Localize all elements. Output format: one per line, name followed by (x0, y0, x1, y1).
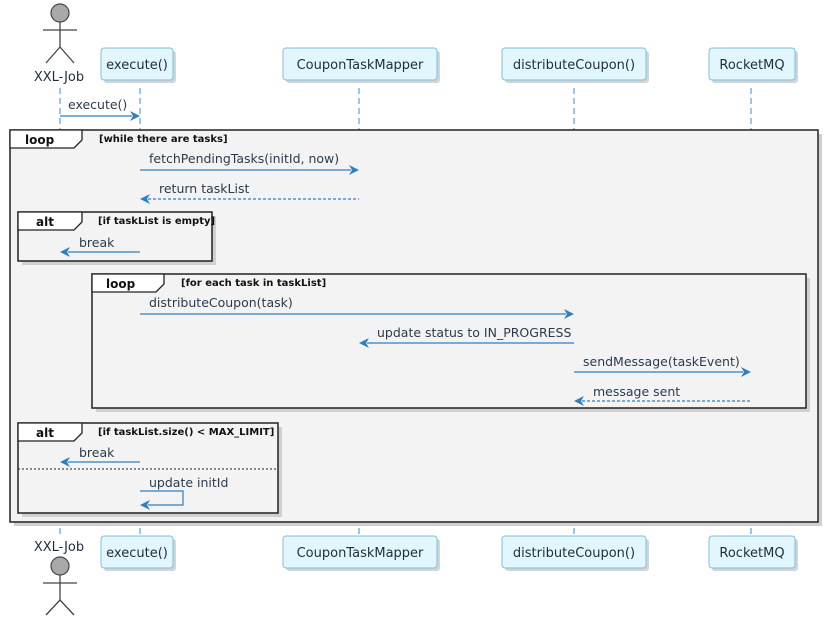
participant-label: execute() (106, 546, 168, 561)
fragment-kind: alt (36, 215, 54, 229)
alt-empty-frame: alt [if taskList is empty] (17, 211, 216, 265)
message-label: distributeCoupon(task) (149, 295, 293, 310)
message-label: break (79, 445, 115, 460)
participant-rocketmq-top: RocketMQ (708, 47, 798, 83)
message-label: message sent (593, 384, 680, 399)
actor-label-bottom: XXL-Job (34, 540, 84, 555)
message-break-limit: break (60, 445, 140, 467)
message-execute: execute() (60, 97, 140, 121)
alt-size-frame: alt [if taskList.size() < MAX_LIMIT] (17, 422, 282, 517)
participant-distribute-top: distributeCoupon() (501, 47, 649, 83)
message-update-init-id: update initId (140, 475, 228, 510)
arrow-left-icon (359, 338, 369, 348)
arrow-right-icon (564, 309, 574, 319)
arrow-left-icon (60, 457, 70, 467)
message-return-task-list: return taskList (140, 181, 359, 204)
inner-loop-frame: loop [for each task in taskList] (91, 273, 810, 412)
message-label: sendMessage(taskEvent) (583, 354, 740, 369)
arrow-left-icon (574, 396, 584, 406)
fragment-condition: [if taskList is empty] (98, 216, 215, 227)
participant-distribute-bottom: distributeCoupon() (501, 535, 649, 571)
message-label: fetchPendingTasks(initId, now) (149, 151, 339, 166)
fragment-condition: [while there are tasks] (99, 134, 228, 145)
message-label: update initId (149, 475, 228, 490)
participant-label: execute() (106, 58, 168, 73)
message-label: return taskList (159, 181, 249, 196)
message-message-sent: message sent (574, 384, 751, 406)
arrow-right-icon (130, 111, 140, 121)
message-label: break (79, 235, 115, 250)
arrow-right-icon (349, 165, 359, 175)
participant-mapper-top: CouponTaskMapper (282, 47, 440, 83)
loop-tab (91, 273, 165, 293)
alt-tab (17, 422, 83, 442)
fragment-condition: [for each task in taskList] (181, 278, 326, 289)
loop-tab (9, 129, 83, 149)
arrow-right-icon (741, 367, 751, 377)
message-send-message: sendMessage(taskEvent) (574, 354, 751, 377)
message-label: execute() (68, 97, 127, 112)
message-update-status: update status to IN_PROGRESS (359, 325, 574, 348)
message-label: update status to IN_PROGRESS (377, 325, 571, 340)
participant-label: CouponTaskMapper (297, 546, 424, 561)
message-break-empty: break (60, 235, 140, 257)
arrow-left-icon (140, 194, 150, 204)
participant-execute-bottom: execute() (100, 535, 176, 571)
fragment-kind: alt (36, 426, 54, 440)
actor-top: XXL-Job (34, 3, 84, 85)
actor-figure-icon (43, 556, 77, 616)
arrow-left-icon (60, 247, 70, 257)
fragment-condition: [if taskList.size() < MAX_LIMIT] (98, 427, 274, 438)
participant-label: CouponTaskMapper (297, 58, 424, 73)
actor-figure-icon (43, 3, 77, 64)
participant-rocketmq-bottom: RocketMQ (708, 535, 798, 571)
participant-label: RocketMQ (719, 546, 784, 561)
participant-execute-top: execute() (100, 47, 176, 83)
participant-label: distributeCoupon() (513, 546, 635, 561)
participant-label: RocketMQ (719, 58, 784, 73)
participant-label: distributeCoupon() (513, 58, 635, 73)
fragment-kind: loop (25, 133, 55, 147)
fragment-kind: loop (106, 277, 136, 291)
actor-label-top: XXL-Job (34, 70, 84, 85)
participant-mapper-bottom: CouponTaskMapper (282, 535, 440, 571)
arrow-left-icon (140, 500, 150, 510)
alt-tab (17, 211, 83, 231)
message-distribute-coupon: distributeCoupon(task) (140, 295, 574, 319)
message-fetch-pending-tasks: fetchPendingTasks(initId, now) (140, 151, 359, 175)
actor-bottom: XXL-Job (34, 540, 84, 616)
